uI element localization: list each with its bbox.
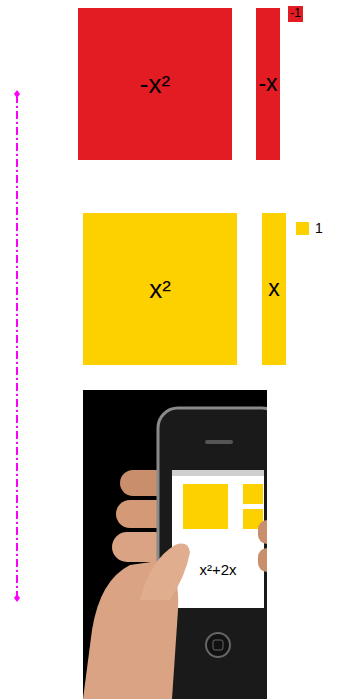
tile-value: x² bbox=[149, 275, 171, 304]
home-button bbox=[206, 633, 230, 657]
fingertip bbox=[258, 548, 267, 572]
negative-bar-tile: -x bbox=[256, 8, 280, 160]
line-end-diamond bbox=[14, 594, 20, 602]
line-end-diamond bbox=[14, 90, 20, 98]
status-bar bbox=[172, 470, 264, 476]
phone-screen bbox=[172, 470, 264, 608]
tile-value: x bbox=[268, 276, 280, 301]
bar-tile: x bbox=[262, 213, 286, 365]
tile-value: -x bbox=[258, 71, 277, 96]
tile-value: x²+2x bbox=[199, 562, 236, 579]
square-tile: x² bbox=[83, 213, 237, 365]
tile-value: -1 bbox=[290, 7, 301, 20]
tile-label: 1 bbox=[315, 221, 323, 236]
unit-tile: 1 bbox=[296, 222, 309, 235]
negative-square-tile: -x² bbox=[78, 8, 232, 160]
tile-value: -x² bbox=[140, 70, 170, 99]
tile-x-squared bbox=[183, 484, 228, 529]
home-button-icon bbox=[213, 640, 223, 650]
negative-unit-tile: -1 bbox=[288, 6, 303, 22]
fingertip bbox=[258, 520, 267, 544]
tile-x bbox=[243, 484, 263, 504]
phone-screen-area: x²+2x bbox=[172, 470, 264, 608]
phone-photo bbox=[83, 390, 267, 699]
dash-dot-line bbox=[16, 95, 18, 596]
phone-speaker bbox=[205, 440, 233, 444]
thumb bbox=[140, 544, 190, 600]
